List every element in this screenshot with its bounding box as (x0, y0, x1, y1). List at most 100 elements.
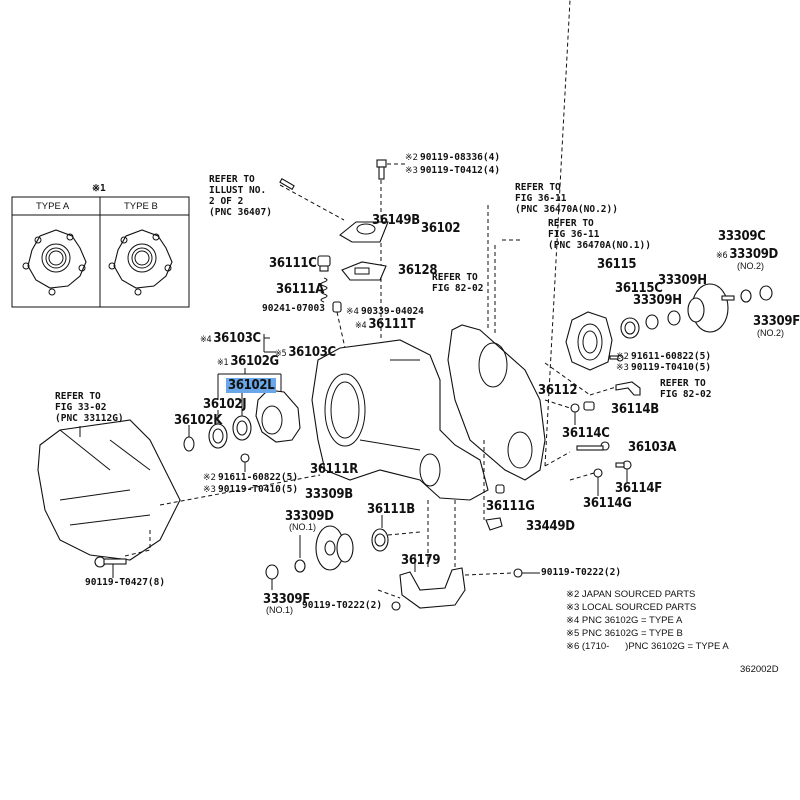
clutch-housing-33112g-icon (37, 419, 181, 561)
ref-line: (PNC 36470A(NO.2)) (515, 204, 618, 215)
part-label-33309b[interactable]: 33309B (305, 487, 353, 502)
note-marker: ※3 (616, 363, 629, 373)
part-label-36111r[interactable]: 36111R (310, 462, 358, 477)
note-marker: ※2 (203, 473, 216, 483)
note-local-sourced: ※3 LOCAL SOURCED PARTS (566, 602, 697, 613)
top-bolt-icon (376, 159, 405, 340)
ref-line: FIG 82-02 (660, 389, 712, 400)
part-label-36111a[interactable]: 36111A (276, 282, 324, 297)
type-box-marker: ※1 (92, 183, 106, 194)
bolt-left-icon (240, 453, 250, 472)
part-label-36115c[interactable]: 36115C (615, 281, 663, 296)
part-label-33309h-a[interactable]: 33309H (658, 273, 707, 288)
part-label-90241-07003[interactable]: 90241-07003 (262, 303, 325, 314)
part-label-36128[interactable]: 36128 (398, 263, 438, 278)
ref-fig-36-11-no1[interactable]: REFER TO FIG 36-11 (PNC 36470A(NO.1)) (548, 218, 651, 251)
part-label-36111c[interactable]: 36111C (269, 256, 317, 271)
type-b-retainer-icon (108, 229, 173, 296)
part-label-36114g[interactable]: 36114G (583, 496, 632, 511)
extension-housing-36115-icon (565, 311, 613, 371)
washer-33309f-no2-icon (759, 285, 773, 301)
nut-33309d-no2-icon (740, 289, 752, 303)
note-marker: ※1 (217, 358, 229, 368)
companion-flange-33309c-icon (687, 283, 735, 333)
ref-line: REFER TO (515, 182, 561, 193)
part-label-36114f[interactable]: 36114F (615, 481, 662, 496)
part-number: 36111T (368, 317, 416, 332)
part-number: 33309D (729, 247, 778, 262)
transfer-case-front-housing-icon (311, 339, 489, 501)
part-label-36114b[interactable]: 36114B (611, 402, 659, 417)
part-label-33309f-no2[interactable]: 33309F (753, 314, 800, 329)
part-label-36102k[interactable]: 36102K (174, 413, 222, 428)
bolt-bottom-right-icon (513, 568, 540, 578)
transfer-case-rear-cover-36112-icon (447, 324, 546, 481)
gasket-36128-icon (341, 261, 387, 281)
note-marker: ※3 (203, 485, 216, 495)
qualifier-no1: (NO.1) (266, 605, 293, 615)
part-label-36149b[interactable]: 36149B (372, 213, 420, 228)
ref-fig-36-11-no2[interactable]: REFER TO FIG 36-11 (PNC 36470A(NO.2)) (515, 182, 618, 215)
part-label-36102j[interactable]: 36102J (203, 397, 247, 412)
part-label-33309d-no1[interactable]: 33309D (285, 509, 334, 524)
ref-line: REFER TO (432, 272, 478, 283)
part-label-90119-t0222-right[interactable]: 90119-T0222(2) (541, 567, 622, 578)
part-number: 36103C (213, 331, 261, 346)
qualifier-no2: (NO.2) (737, 261, 764, 271)
part-number: 91611-60822(5) (630, 351, 712, 362)
part-label-36111b[interactable]: 36111B (367, 502, 415, 517)
part-label-33309f-no1[interactable]: 33309F (263, 592, 310, 607)
ref-line: ILLUST NO. (209, 185, 267, 196)
part-label-36102l-highlighted[interactable]: 36102L (226, 378, 277, 393)
bracket-36179-icon (377, 555, 513, 609)
ref-fig-33-02[interactable]: REFER TO FIG 33-02 (PNC 33112G) (55, 391, 124, 424)
companion-flange-33309b-icon (315, 525, 354, 571)
part-label-33449d[interactable]: 33449D (526, 519, 575, 534)
note-marker: ※5 (275, 349, 287, 359)
bearing-36115c-icon (620, 317, 640, 339)
part-label-36114c[interactable]: 36114C (562, 426, 610, 441)
part-label-36115[interactable]: 36115 (597, 257, 637, 272)
ball-90241-icon (332, 301, 346, 349)
part-number: 90119-T0410(5) (630, 362, 712, 373)
seal-36111b-icon (371, 515, 421, 552)
ref-illust-36407[interactable]: REFER TO ILLUST NO. 2 OF 2 (PNC 36407) (209, 174, 272, 218)
ref-fig-82-02-right[interactable]: REFER TO FIG 82-02 (660, 378, 711, 400)
note-marker: ※4 (346, 307, 359, 317)
part-label-33309h-b[interactable]: 33309H (633, 293, 682, 308)
ref-fig-82-02-top[interactable]: REFER TO FIG 82-02 (432, 272, 483, 294)
part-number: 91611-60822(5) (217, 472, 299, 483)
ref-line: (PNC 33112G) (55, 413, 124, 424)
ref-line: FIG 82-02 (432, 283, 484, 294)
note-marker: ※6 (716, 251, 728, 261)
part-label-90119-t0427[interactable]: 90119-T0427(8) (85, 577, 166, 588)
part-label-90119-t0222-mid[interactable]: 90119-T0222(2) (302, 600, 383, 611)
ref-line: (PNC 36407) (209, 207, 272, 218)
part-label-36102[interactable]: 36102 (421, 221, 461, 236)
part-label-33309c[interactable]: 33309C (718, 229, 766, 244)
type-a-label: TYPE A (36, 201, 70, 212)
seal-33309h-a-icon (645, 314, 659, 330)
part-label-36179[interactable]: 36179 (401, 553, 441, 568)
part-label-36112[interactable]: 36112 (538, 383, 578, 398)
note-marker: ※2 (616, 352, 629, 362)
part-label-36103a[interactable]: 36103A (628, 440, 676, 455)
bolt-90119-t0427-icon (94, 556, 127, 578)
part-label-36111g[interactable]: 36111G (486, 499, 535, 514)
ref-line: REFER TO (660, 378, 706, 389)
type-box (11, 196, 190, 308)
shift-lever-bracket-icon (544, 362, 641, 396)
